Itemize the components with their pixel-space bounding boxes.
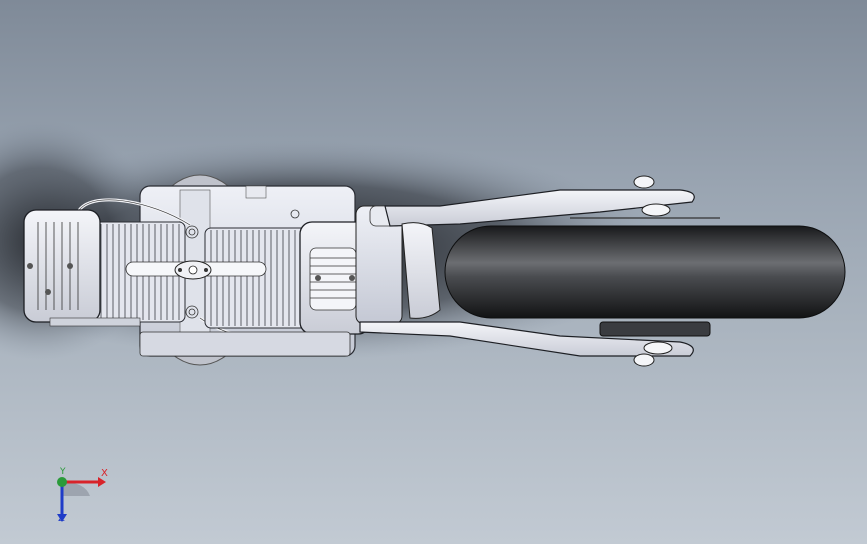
lower-bracket[interactable] (139, 331, 351, 357)
axle-plate[interactable] (599, 321, 711, 337)
ignition-wire-top-outline (77, 199, 191, 226)
left-cylinder-head[interactable] (23, 209, 101, 323)
gear-strut-upper[interactable] (384, 189, 695, 227)
gear-strut-lower[interactable] (359, 321, 694, 357)
right-cylinder-head[interactable] (299, 221, 371, 335)
right-cylinder[interactable] (204, 227, 316, 329)
axle-bolts[interactable] (633, 175, 673, 367)
flange[interactable] (174, 260, 212, 280)
axis-y-label: Y (60, 467, 66, 477)
axis-x-label: X (101, 468, 108, 479)
coordinate-triad-icon (57, 477, 106, 522)
fork-leg[interactable] (401, 222, 441, 319)
wheel-tire[interactable] (444, 225, 846, 319)
axis-z-label: Z (58, 513, 65, 524)
